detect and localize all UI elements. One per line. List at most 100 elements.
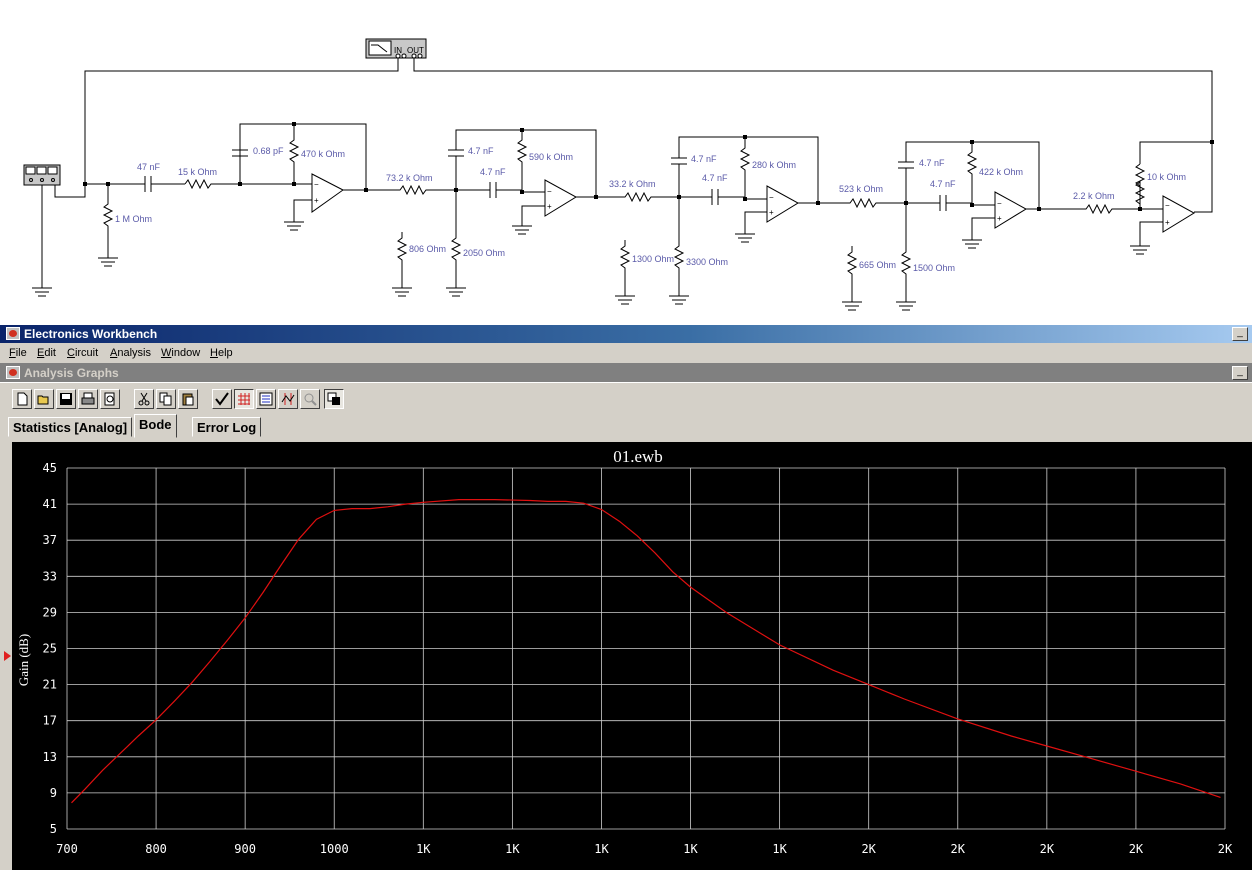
x-tick-label: 1000 [320, 842, 349, 856]
x-tick-label: 2K [1040, 842, 1055, 856]
print-preview-button[interactable] [100, 389, 120, 409]
svg-text:−: − [1165, 201, 1170, 210]
chart-title: 01.ewb [613, 447, 663, 466]
y-tick-label: 5 [50, 822, 57, 836]
print-preview-icon [104, 392, 115, 406]
tab-error-log[interactable]: Error Log [192, 417, 262, 437]
reverse-colors-button[interactable] [324, 389, 344, 409]
c2a-label: 4.7 nF [468, 146, 494, 156]
y-tick-label: 13 [43, 750, 57, 764]
y-tick-label: 9 [50, 786, 57, 800]
paste-icon [182, 393, 194, 406]
grid-button[interactable] [234, 389, 254, 409]
x-tick-label: 2K [861, 842, 876, 856]
menu-edit[interactable]: Edit [37, 347, 56, 359]
zoom-button[interactable] [300, 389, 320, 409]
bode-in-label: IN [394, 46, 402, 55]
window-title: Electronics Workbench [24, 327, 158, 341]
print-icon [81, 392, 95, 405]
svg-text:−: − [547, 187, 552, 196]
svg-text:+: + [997, 214, 1002, 223]
menu-help[interactable]: Help [210, 347, 233, 359]
y-axis-label: Gain (dB) [16, 634, 31, 686]
cursors-icon [281, 393, 295, 405]
menu-circuit[interactable]: Circuit [67, 347, 99, 359]
svg-text:+: + [1165, 218, 1170, 227]
subwindow-minimize-button[interactable]: _ [1232, 366, 1248, 380]
x-tick-label: 2K [1129, 842, 1144, 856]
new-button[interactable] [12, 389, 32, 409]
properties-button[interactable] [212, 389, 232, 409]
minimize-button[interactable]: _ [1232, 327, 1248, 341]
open-button[interactable] [34, 389, 54, 409]
menu-bar: File Edit Circuit Analysis Window Help [0, 343, 1252, 363]
tab-strip: Statistics [Analog] Bode Error Log [0, 414, 1252, 438]
menu-window[interactable]: Window [161, 347, 201, 359]
rfb4-label: 422 k Ohm [979, 167, 1023, 177]
c2b-label: 4.7 nF [480, 167, 506, 177]
cursors-button[interactable] [278, 389, 298, 409]
reverse-colors-icon [327, 392, 340, 405]
y-tick-label: 29 [43, 605, 57, 619]
y-tick-label: 41 [43, 497, 57, 511]
cut-button[interactable] [134, 389, 154, 409]
main-title-bar[interactable]: Electronics Workbench _ [0, 325, 1252, 343]
r2-label: 73.2 k Ohm [386, 173, 433, 183]
r3300-label: 3300 Ohm [686, 257, 728, 267]
r3-label: 33.2 k Ohm [609, 179, 656, 189]
bode-out-label: OUT [407, 46, 424, 55]
y-tick-label: 33 [43, 569, 57, 583]
save-button[interactable] [56, 389, 76, 409]
save-icon [60, 393, 72, 405]
print-button[interactable] [78, 389, 98, 409]
subwindow-title: Analysis Graphs [24, 366, 119, 380]
r5-label: 2.2 k Ohm [1073, 191, 1115, 201]
x-tick-label: 900 [234, 842, 256, 856]
tab-statistics[interactable]: Statistics [Analog] [8, 417, 133, 437]
legend-icon [259, 392, 273, 406]
rin-label: 1 M Ohm [115, 214, 152, 224]
x-tick-label: 1K [416, 842, 431, 856]
properties-icon [215, 392, 229, 406]
bode-plotter-instrument[interactable] [365, 38, 427, 59]
rfb1-label: 470 k Ohm [301, 149, 345, 159]
new-icon [17, 392, 28, 406]
function-generator[interactable] [23, 164, 61, 186]
svg-text:−: − [314, 180, 319, 189]
app-icon[interactable] [6, 327, 20, 340]
circuit-schematic: IN OUT [23, 38, 1214, 311]
x-tick-label: 700 [56, 842, 78, 856]
x-tick-label: 1K [772, 842, 787, 856]
analysis-graphs-title-bar[interactable]: Analysis Graphs _ [0, 363, 1252, 382]
x-tick-label: 1K [683, 842, 698, 856]
cfb1-label: 0.68 pF [253, 146, 284, 156]
menu-file[interactable]: File [9, 347, 27, 359]
subwindow-icon[interactable] [6, 366, 20, 379]
zoom-icon [304, 393, 317, 406]
paste-button[interactable] [178, 389, 198, 409]
x-tick-label: 800 [145, 842, 167, 856]
r1300-label: 1300 Ohm [632, 254, 674, 264]
menu-analysis[interactable]: Analysis [110, 347, 151, 359]
r806-label: 806 Ohm [409, 244, 446, 254]
c4a-label: 4.7 nF [919, 158, 945, 168]
y-tick-label: 17 [43, 714, 57, 728]
svg-text:−: − [997, 199, 1002, 208]
open-icon [37, 395, 49, 405]
y-tick-label: 21 [43, 678, 57, 692]
bode-chart[interactable]: 01.ewb Gain (dB) 59131721252933374145700… [12, 442, 1252, 870]
tab-bode[interactable]: Bode [134, 414, 177, 438]
svg-text:−: − [769, 193, 774, 202]
legend-button[interactable] [256, 389, 276, 409]
copy-icon [159, 392, 172, 406]
r665-label: 665 Ohm [859, 260, 896, 270]
copy-button[interactable] [156, 389, 176, 409]
x-tick-label: 2K [1218, 842, 1233, 856]
selected-graph-marker-icon [4, 651, 11, 661]
rfb2-label: 590 k Ohm [529, 152, 573, 162]
x-tick-label: 1K [505, 842, 520, 856]
svg-text:+: + [547, 202, 552, 211]
r2050-label: 2050 Ohm [463, 248, 505, 258]
c1-label: 47 nF [137, 162, 161, 172]
r1500-label: 1500 Ohm [913, 263, 955, 273]
